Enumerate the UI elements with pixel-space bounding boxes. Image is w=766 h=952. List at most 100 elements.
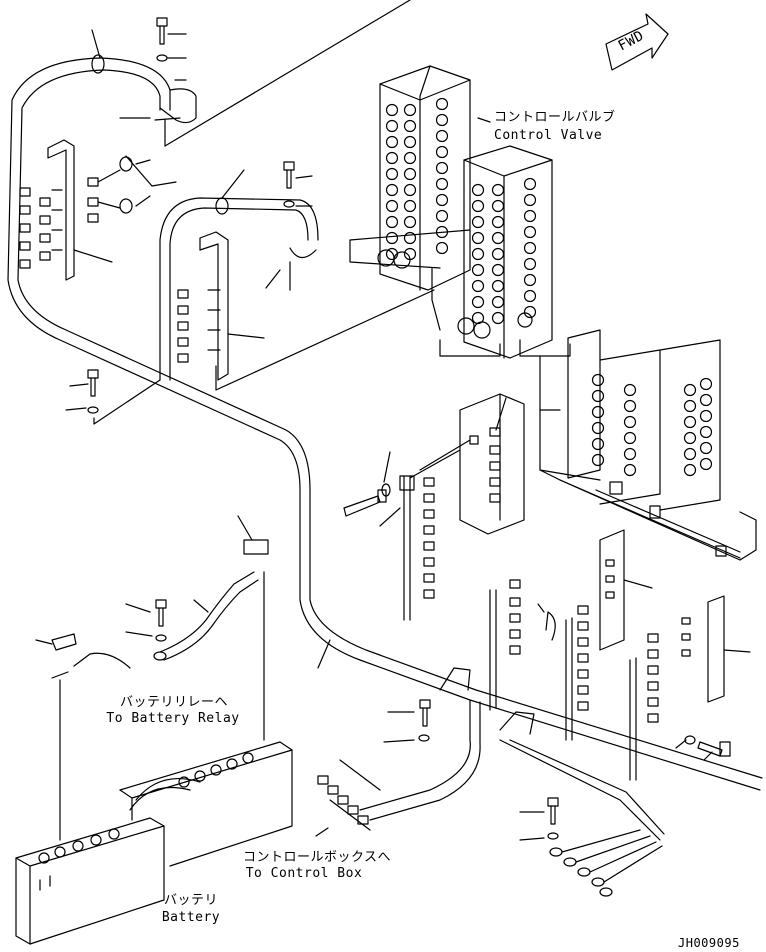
valve-spool [403, 247, 417, 261]
valve-spool [435, 225, 449, 239]
valve-spool [623, 383, 637, 397]
valve-spool [523, 193, 537, 207]
valve-spool [623, 463, 637, 477]
valve-spool [403, 167, 417, 181]
valve-spool [591, 453, 605, 467]
valve-spool [523, 305, 537, 319]
valve-spool [403, 151, 417, 165]
valve-spool [385, 167, 399, 181]
branch-harness-cable [159, 169, 319, 381]
valve-spool [471, 199, 485, 213]
valve-spool [385, 183, 399, 197]
valve-spool [403, 215, 417, 229]
valve-spool [403, 183, 417, 197]
bolt-icon [125, 599, 167, 642]
valve-spool [623, 447, 637, 461]
valve-spool [491, 231, 505, 245]
valve-spool [471, 183, 485, 197]
battery-relay-label-jp: バッテリリレーヘ [119, 695, 228, 710]
valve-spool [523, 225, 537, 239]
valve-spool [623, 431, 637, 445]
bolt-icon [343, 451, 391, 517]
valve-spool [491, 279, 505, 293]
valve-spool [471, 231, 485, 245]
valve-spool [385, 103, 399, 117]
leader-lines [317, 117, 561, 669]
valve-spool [435, 193, 449, 207]
valve-spool [591, 373, 605, 387]
valve-spool [403, 119, 417, 133]
valve-spool [683, 463, 697, 477]
bolt-icon [675, 735, 731, 761]
valve-spool [403, 199, 417, 213]
valve-spool [435, 145, 449, 159]
valve-spool [435, 113, 449, 127]
valve-spool [385, 199, 399, 213]
valve-spool [699, 457, 713, 471]
valve-spool [435, 161, 449, 175]
valve-spool [699, 425, 713, 439]
valve-spool [491, 263, 505, 277]
valve-spool [523, 177, 537, 191]
valve-spool [699, 441, 713, 455]
valve-spool [523, 273, 537, 287]
valve-spool [523, 289, 537, 303]
valve-spool [523, 257, 537, 271]
valve-spool [471, 263, 485, 277]
upper-clip-assembly [119, 0, 411, 147]
valve-spool [491, 295, 505, 309]
valve-spool [623, 399, 637, 413]
valve-spool [683, 383, 697, 397]
valve-spool [385, 231, 399, 245]
valve-spool-pattern [385, 97, 713, 477]
valve-spool [591, 421, 605, 435]
valve-spool [491, 247, 505, 261]
bolt-icon [519, 797, 559, 841]
valve-spool [385, 247, 399, 261]
bolt-icon [156, 17, 187, 81]
valve-spool [699, 377, 713, 391]
fwd-arrow-icon [605, 13, 669, 71]
control-box-label-jp: コントロールボックスへ [242, 850, 392, 865]
battery-cable [153, 515, 269, 661]
valve-spool [471, 311, 485, 325]
valve-spool [385, 119, 399, 133]
center-connector-bracket [177, 231, 435, 391]
valve-spool [699, 409, 713, 423]
valve-spool [385, 215, 399, 229]
connector-strip [379, 449, 461, 621]
left-connector-bracket [19, 139, 177, 281]
control-box-label-en: To Control Box [245, 866, 363, 881]
valve-spool [523, 209, 537, 223]
drawing-number: JH009095 [678, 936, 740, 950]
valve-spool [591, 437, 605, 451]
valve-spool [385, 151, 399, 165]
valve-spool [471, 295, 485, 309]
valve-spool [385, 135, 399, 149]
valve-spool [491, 199, 505, 213]
harness-clamp [359, 667, 665, 841]
lower-connector-groups [489, 529, 751, 781]
valve-spool [523, 241, 537, 255]
battery-relay-label-en: To Battery Relay [106, 711, 240, 726]
valve-spool [435, 209, 449, 223]
middle-connector-panel [419, 393, 525, 535]
valve-spool [471, 247, 485, 261]
battery-relay-cable [35, 571, 265, 841]
battery-label-en: Battery [161, 910, 221, 925]
valve-spool [471, 279, 485, 293]
valve-spool [435, 177, 449, 191]
valve-spool [683, 447, 697, 461]
valve-spool [403, 135, 417, 149]
valve-spool [491, 311, 505, 325]
bolt-icon [283, 161, 313, 208]
valve-spool [591, 405, 605, 419]
valve-spool [471, 215, 485, 229]
solenoid-valve-block [539, 329, 757, 561]
valve-spool [491, 215, 505, 229]
control-valve-label-en: Control Valve [494, 128, 603, 143]
valve-spool [683, 415, 697, 429]
valve-spool [491, 183, 505, 197]
valve-spool [699, 393, 713, 407]
